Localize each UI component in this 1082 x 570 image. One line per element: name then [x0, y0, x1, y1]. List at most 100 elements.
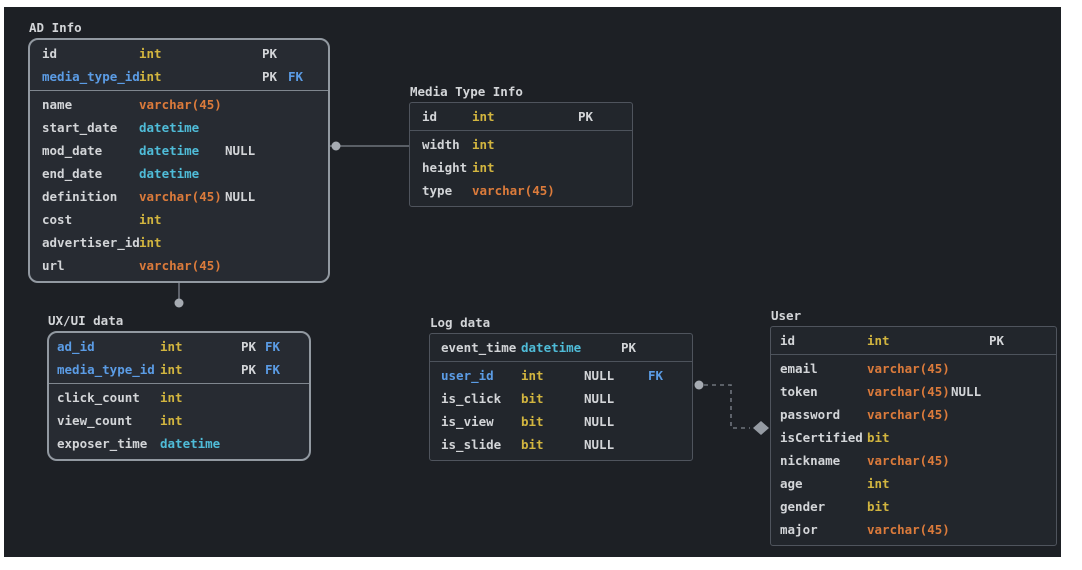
column-row[interactable]: is_click bit NULL	[430, 387, 692, 410]
column-row[interactable]: age int	[771, 472, 1056, 495]
null-badge: NULL	[584, 437, 615, 452]
null-badge: NULL	[584, 391, 615, 406]
null-badge: NULL	[951, 384, 982, 399]
table-title[interactable]: Media Type Info	[410, 84, 523, 99]
column-type: varchar(45)	[139, 189, 222, 204]
column-name: event_time	[441, 340, 517, 355]
column-name: end_date	[42, 166, 103, 181]
column-name: ad_id	[57, 339, 95, 354]
column-type: bit	[521, 437, 544, 452]
column-name: width	[422, 137, 460, 152]
null-badge: NULL	[225, 143, 256, 158]
column-row[interactable]: major varchar(45)	[771, 518, 1056, 541]
column-row[interactable]: password varchar(45)	[771, 403, 1056, 426]
column-row[interactable]: exposer_time datetime	[49, 432, 309, 455]
column-type: int	[160, 413, 183, 428]
column-name: exposer_time	[57, 436, 148, 451]
column-name: user_id	[441, 368, 494, 383]
column-name: age	[780, 476, 803, 491]
column-type: int	[867, 333, 890, 348]
column-type: datetime	[160, 436, 221, 451]
table-title[interactable]: AD Info	[29, 20, 82, 35]
column-type: int	[472, 137, 495, 152]
column-type: varchar(45)	[867, 361, 950, 376]
column-name: major	[780, 522, 818, 537]
header-divider	[49, 383, 309, 384]
null-badge: NULL	[584, 368, 615, 383]
fk-badge: FK	[265, 362, 281, 377]
table-title[interactable]: User	[771, 308, 802, 323]
column-row[interactable]: definition varchar(45)NULL	[30, 185, 328, 208]
column-type: int	[139, 69, 162, 84]
column-type: varchar(45)	[867, 407, 950, 422]
column-row[interactable]: width int	[410, 133, 632, 156]
header-divider	[30, 90, 328, 91]
column-row[interactable]: type varchar(45)	[410, 179, 632, 202]
column-type: datetime	[521, 340, 582, 355]
column-name: gender	[780, 499, 826, 514]
relation-log-data-user[interactable]	[694, 380, 770, 436]
column-row[interactable]: name varchar(45)	[30, 93, 328, 116]
column-name: password	[780, 407, 841, 422]
column-name: media_type_id	[42, 69, 140, 84]
column-type: varchar(45)	[867, 522, 950, 537]
column-name: type	[422, 183, 453, 198]
fk-badge: FK	[288, 69, 304, 84]
null-badge: NULL	[584, 414, 615, 429]
table-title[interactable]: Log data	[430, 315, 491, 330]
column-name: is_click	[441, 391, 502, 406]
column-type: varchar(45)	[472, 183, 555, 198]
column-name: nickname	[780, 453, 841, 468]
header-divider	[430, 361, 692, 362]
column-name: token	[780, 384, 818, 399]
column-type: int	[867, 476, 890, 491]
column-name: definition	[42, 189, 118, 204]
header-divider	[771, 354, 1056, 355]
column-type: bit	[521, 391, 544, 406]
relation-ad-info-media-type-info[interactable]	[330, 141, 409, 151]
table-title[interactable]: UX/UI data	[48, 313, 124, 328]
column-type: varchar(45)	[139, 97, 222, 112]
null-badge: NULL	[225, 189, 256, 204]
column-type: datetime	[139, 166, 200, 181]
column-row[interactable]: end_date datetime	[30, 162, 328, 185]
header-divider	[410, 130, 632, 131]
column-name: media_type_id	[57, 362, 155, 377]
column-type: int	[139, 212, 162, 227]
column-name: name	[42, 97, 73, 112]
column-type: datetime	[139, 120, 200, 135]
pk-badge: PK	[241, 339, 257, 354]
